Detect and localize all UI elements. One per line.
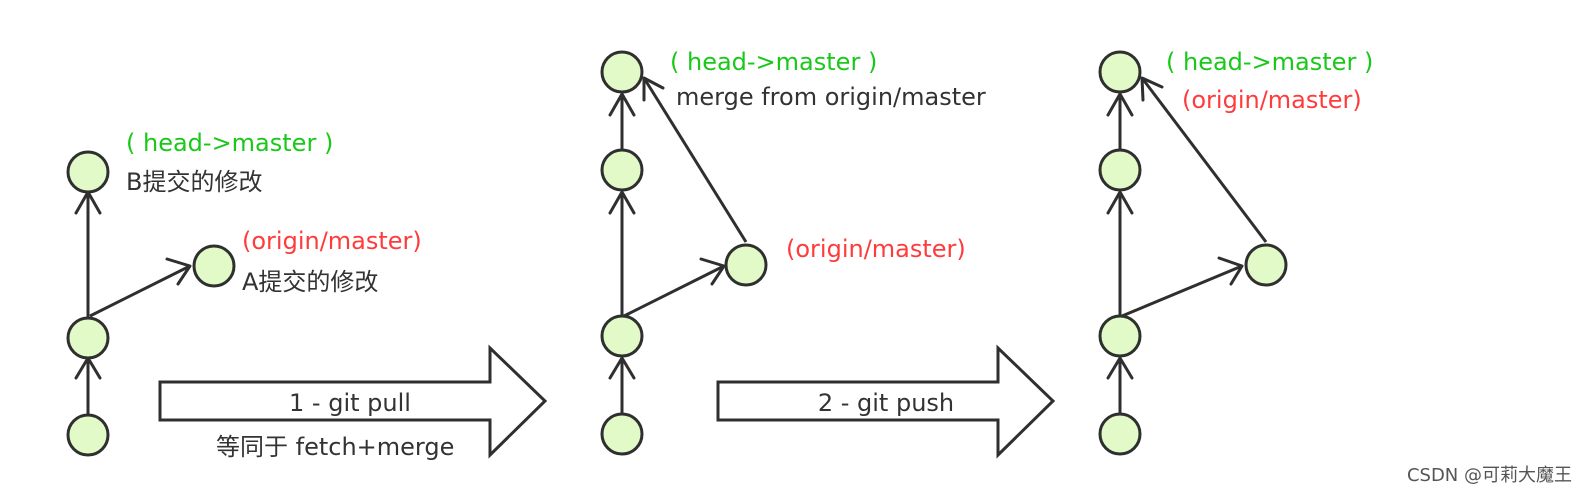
commit-node: [66, 413, 110, 457]
commit-node-head: [1098, 50, 1142, 94]
edge: [623, 264, 725, 318]
commit-node: [1098, 412, 1142, 456]
arrowhead: [1217, 256, 1244, 286]
arrowhead: [1140, 76, 1164, 102]
arrowhead: [608, 356, 636, 380]
commit-node: [600, 314, 644, 358]
origin-master-label: (origin/master): [786, 235, 966, 263]
head-master-label: ( head->master ): [126, 129, 333, 157]
arrowhead: [608, 92, 636, 117]
watermark: CSDN @可莉大魔王: [1407, 465, 1572, 486]
commit-node: [1098, 314, 1142, 358]
diagram-before-pull: ( head->master ) B提交的修改 (origin/master) …: [66, 129, 422, 457]
head-master-label: ( head->master ): [670, 48, 877, 76]
step-label: 1 - git pull: [289, 389, 411, 417]
origin-master-label: (origin/master): [1182, 86, 1362, 114]
arrowhead: [1106, 92, 1134, 117]
edge-c1-remote: [89, 264, 191, 318]
arrowhead: [165, 257, 192, 286]
arrowhead: [608, 190, 636, 215]
commit-node: [600, 148, 644, 192]
step-arrow-push: 2 - git push: [716, 344, 1056, 459]
commit-node-merge-head: [600, 50, 644, 94]
arrowhead: [1106, 356, 1134, 380]
step-arrow-pull: 1 - git pull 等同于 fetch+merge: [158, 344, 548, 461]
big-arrow-shape: [158, 344, 548, 459]
commit-note-a: A提交的修改: [242, 268, 378, 296]
diagram-after-pull: ( head->master ) merge from origin/maste…: [600, 48, 986, 456]
big-arrow-shape: [716, 344, 1056, 459]
edge-merge: [1140, 77, 1268, 243]
head-master-label: ( head->master ): [1166, 48, 1373, 76]
diagram-after-push: ( head->master ) (origin/master): [1098, 48, 1373, 456]
arrowhead: [699, 257, 726, 286]
arrowhead: [642, 76, 665, 102]
commit-node: [1098, 148, 1142, 192]
edge: [1121, 264, 1243, 318]
commit-node-origin: [724, 243, 768, 287]
commit-note-b: B提交的修改: [126, 168, 262, 196]
commit-node-origin: [192, 244, 236, 288]
step-note: 等同于 fetch+merge: [216, 433, 454, 461]
merge-note: merge from origin/master: [676, 83, 986, 111]
commit-node: [600, 412, 644, 456]
origin-master-label: (origin/master): [242, 227, 422, 255]
commit-node: [1244, 243, 1288, 287]
step-label: 2 - git push: [818, 389, 954, 417]
commit-node: [66, 316, 110, 360]
edge-merge: [642, 77, 748, 243]
arrowhead: [1106, 190, 1134, 215]
commit-node-local-head: [66, 150, 110, 194]
